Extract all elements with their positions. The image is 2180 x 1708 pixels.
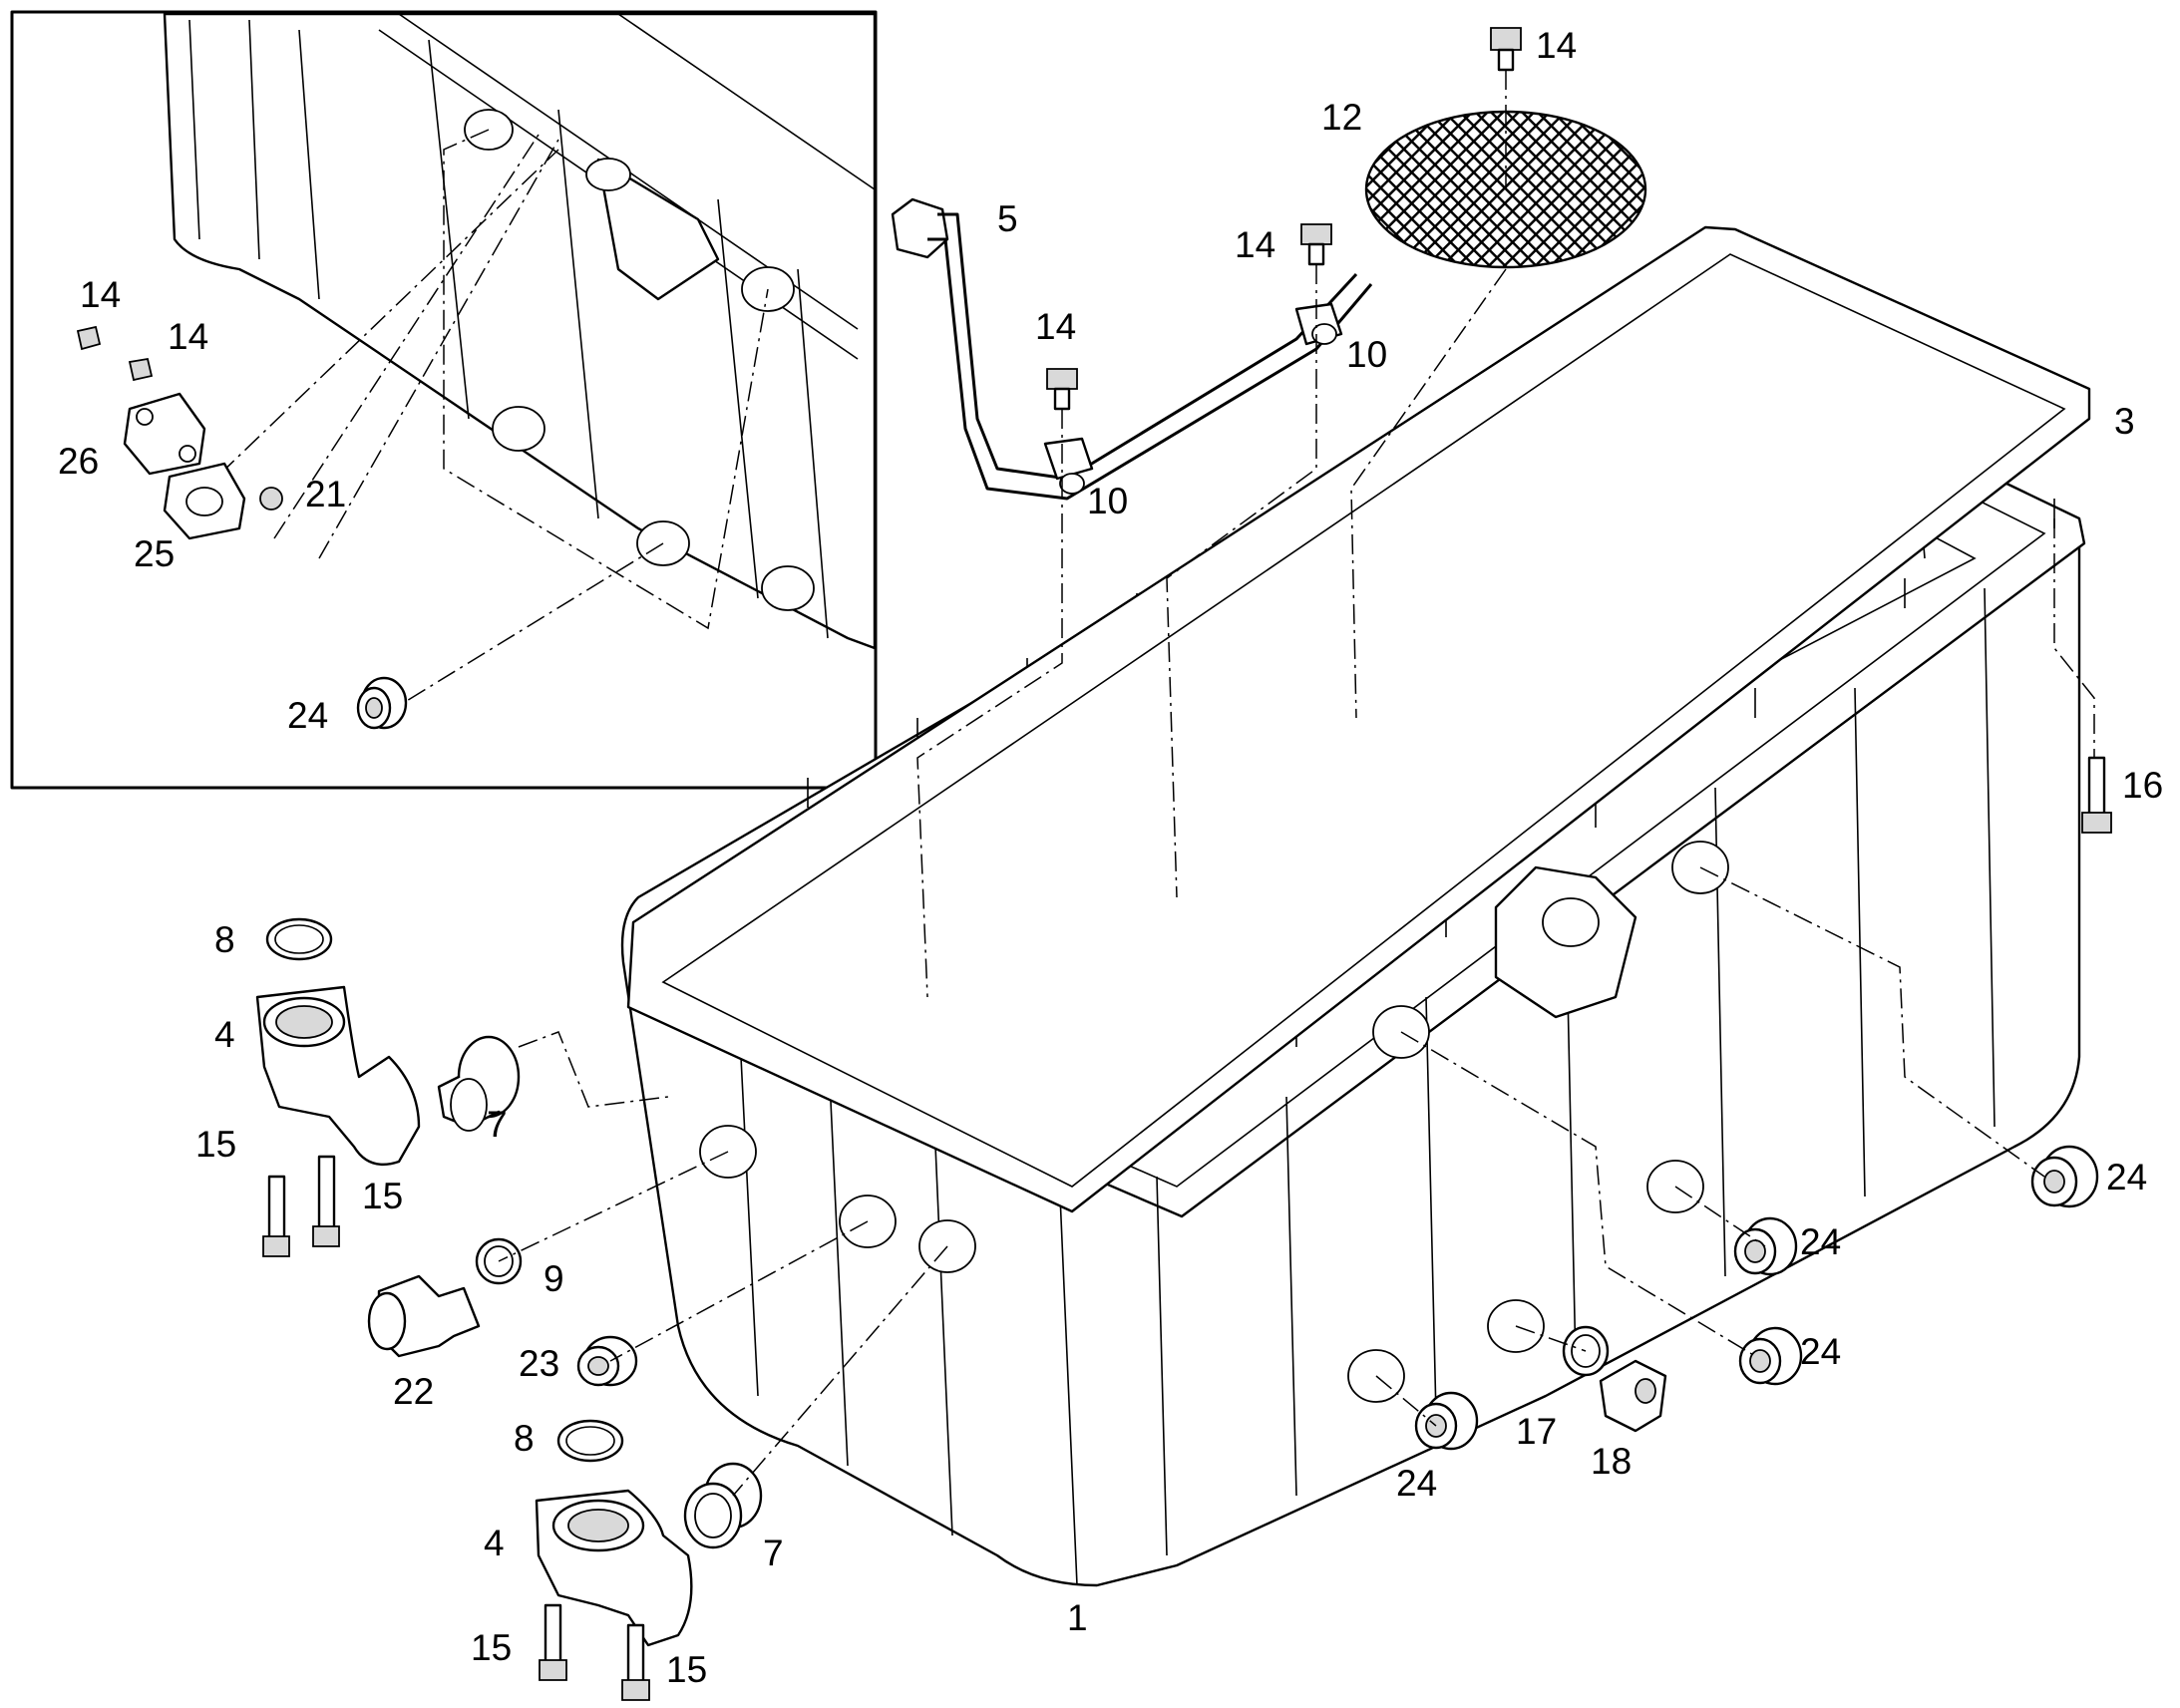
- plug-21: [259, 487, 283, 511]
- callout-3: 3: [2114, 401, 2135, 442]
- upper-parts: [498, 27, 2112, 1497]
- bolt-16: [2081, 756, 2112, 834]
- callout-14: 14: [80, 274, 121, 315]
- callout-15: 15: [195, 1124, 236, 1165]
- callout-10: 10: [1346, 334, 1387, 375]
- callout-24: 24: [1800, 1331, 1841, 1372]
- clip-10-lower: [1043, 437, 1094, 481]
- bolt-14-mid: [1300, 223, 1332, 266]
- callout-8: 8: [514, 1418, 535, 1459]
- callout-22: 22: [393, 1371, 434, 1412]
- callout-15: 15: [471, 1627, 512, 1668]
- gasket-outline: [626, 225, 2091, 1213]
- callout-14: 14: [1035, 306, 1076, 347]
- cover-plate-26: [123, 392, 206, 476]
- callout-16: 16: [2122, 765, 2163, 806]
- callout-15: 15: [666, 1649, 707, 1690]
- sleeve-7-lower: [683, 1462, 763, 1549]
- plug-18: [1599, 1359, 1667, 1433]
- callout-14: 14: [1536, 25, 1577, 66]
- callout-24: 24: [1800, 1221, 1841, 1262]
- callout-7: 7: [763, 1533, 784, 1573]
- plug-22: [367, 1274, 481, 1358]
- callout-14: 14: [168, 316, 208, 357]
- callout-14: 14: [1235, 224, 1275, 265]
- bolt-15-c: [544, 1603, 562, 1667]
- callout-24: 24: [2106, 1157, 2147, 1197]
- bolt-14-inset-b: [128, 357, 154, 382]
- plug-23: [576, 1335, 638, 1387]
- dipstick-nut: [891, 197, 949, 259]
- plug-24-b: [1733, 1216, 1798, 1276]
- lower-adapter-group: [535, 1419, 763, 1701]
- callout-9: 9: [544, 1258, 564, 1299]
- callout-24: 24: [1396, 1463, 1437, 1504]
- callout-18: 18: [1591, 1441, 1632, 1482]
- callout-25: 25: [134, 533, 175, 574]
- callout-4: 4: [214, 1014, 235, 1055]
- callout-5: 5: [997, 198, 1018, 239]
- callout-7: 7: [487, 1104, 508, 1145]
- callout-24: 24: [287, 695, 328, 736]
- callout-8: 8: [214, 919, 235, 960]
- bolt-14-left: [1046, 368, 1078, 411]
- inset-pan-wall: [163, 12, 877, 650]
- callout-10: 10: [1087, 481, 1128, 521]
- callout-1: 1: [1067, 1597, 1088, 1638]
- gasket-3: [626, 225, 2091, 1213]
- bolt-15-d: [626, 1623, 645, 1687]
- callout-17: 17: [1516, 1411, 1557, 1452]
- callout-26: 26: [58, 441, 99, 482]
- callout-23: 23: [519, 1343, 559, 1384]
- callout-12: 12: [1321, 97, 1362, 138]
- sleeve-7-upper: [437, 1035, 521, 1132]
- bolt-14-top: [1490, 27, 1522, 72]
- inset-flange: [596, 158, 720, 301]
- upper-adapter-group: [255, 917, 669, 1257]
- bolt-15-b: [317, 1155, 336, 1238]
- small-parts: [367, 1145, 2099, 1451]
- bolt-14-inset-a: [76, 325, 102, 351]
- callout-labels: 14 12 5 14 14 10 10 3 16 14 14 26 21 25 …: [58, 25, 2163, 1690]
- callout-21: 21: [305, 474, 346, 514]
- callout-4: 4: [484, 1523, 505, 1563]
- plug-24-d: [2030, 1145, 2099, 1208]
- plug-24-inset: [356, 676, 408, 730]
- plug-24-c: [1738, 1326, 1803, 1386]
- inset-detail: [10, 10, 878, 790]
- callout-15: 15: [362, 1176, 403, 1216]
